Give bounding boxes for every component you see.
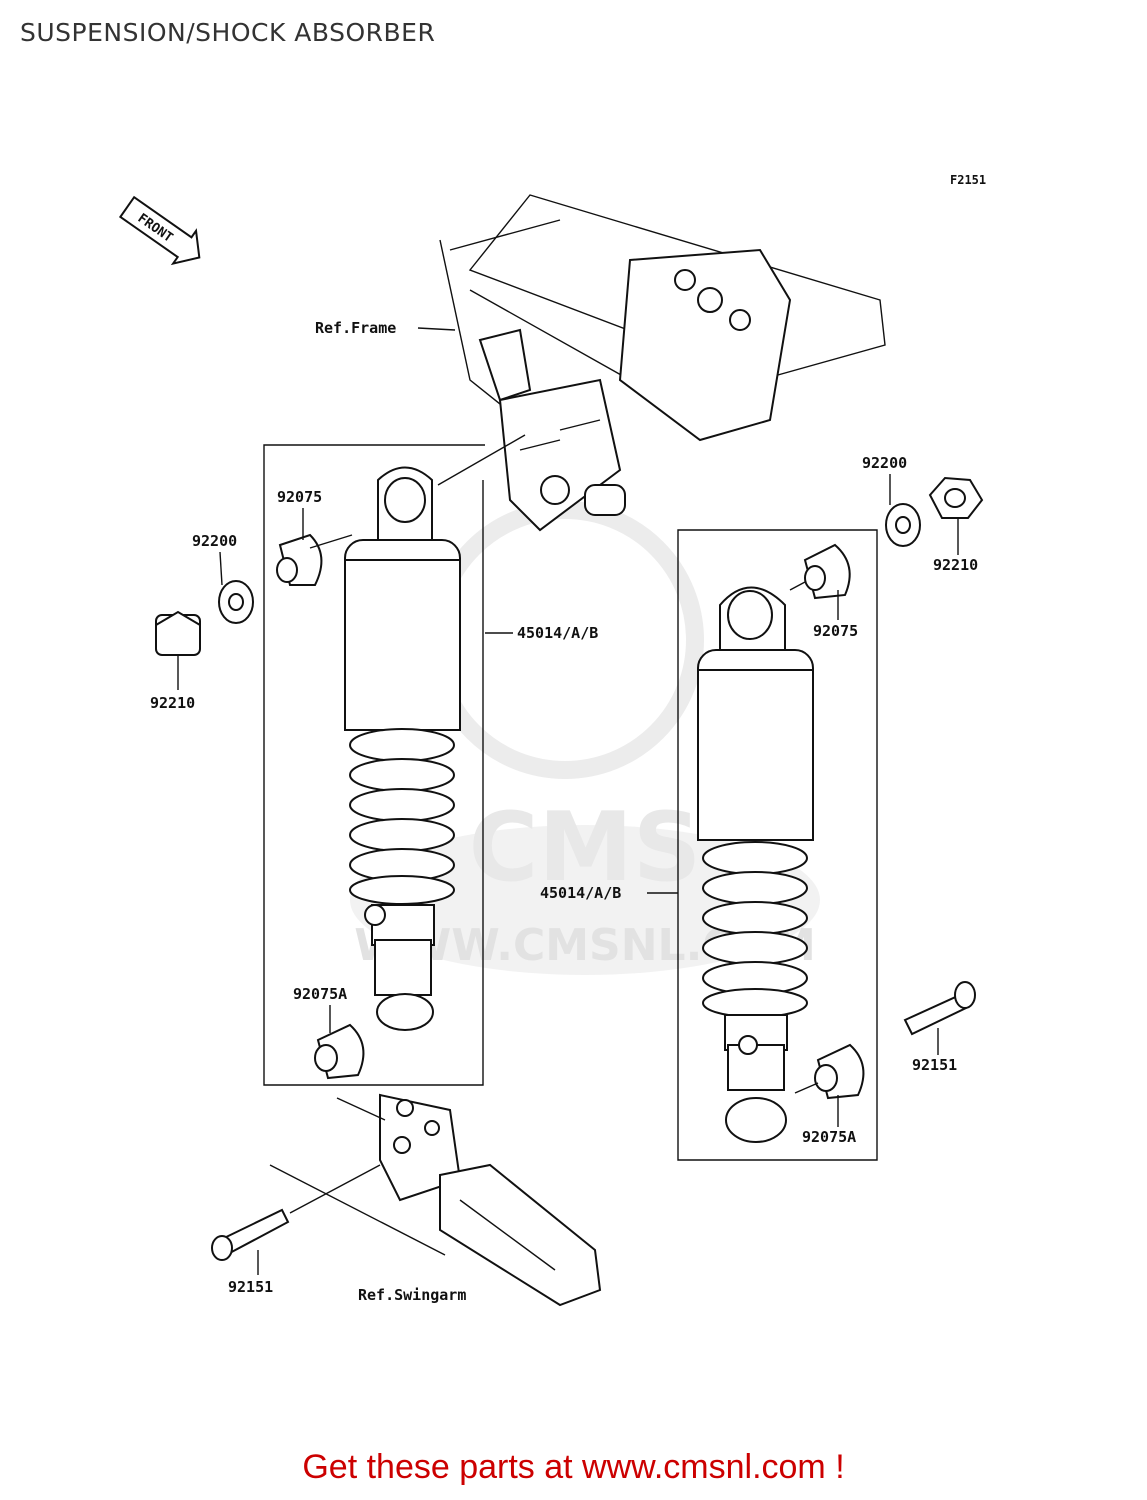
callout-92210-left: 92210 xyxy=(150,694,195,712)
callout-92151-right: 92151 xyxy=(912,1056,957,1074)
bush-a-right-icon xyxy=(814,1043,865,1100)
left-shock-absorber xyxy=(344,466,461,1031)
bush-right-icon xyxy=(803,543,851,600)
callout-92075-right: 92075 xyxy=(813,622,858,640)
right-shock-absorber xyxy=(697,586,814,1143)
right-group-box xyxy=(677,529,878,1161)
callout-92200-left: 92200 xyxy=(192,532,237,550)
ref-frame-label: Ref.Frame xyxy=(315,319,396,337)
callout-92200-right: 92200 xyxy=(862,454,907,472)
parts-diagram: CMS WWW.CMSNL.COM F2151 FRONT Ref.Frame xyxy=(118,173,986,1307)
callout-92210-right: 92210 xyxy=(933,556,978,574)
bush-left-icon xyxy=(276,533,323,586)
frame-ref-drawing xyxy=(439,194,886,532)
callout-45014-right: 45014/A/B xyxy=(540,884,621,902)
page-title: SUSPENSION/SHOCK ABSORBER xyxy=(20,18,436,47)
swingarm-ref-drawing xyxy=(269,1093,602,1307)
bush-a-left-icon xyxy=(314,1023,365,1080)
callout-92075a-right: 92075A xyxy=(802,1128,856,1146)
cta-link[interactable]: Get these parts at www.cmsnl.com ! xyxy=(302,1448,845,1486)
nut-left-icon xyxy=(155,610,201,656)
callout-92075-left: 92075 xyxy=(277,488,322,506)
front-arrow-icon: FRONT xyxy=(118,195,201,266)
callout-45014-left: 45014/A/B xyxy=(517,624,598,642)
callout-92151-left: 92151 xyxy=(228,1278,273,1296)
callout-92075a-left: 92075A xyxy=(293,985,347,1003)
watermark-logo: CMS xyxy=(469,793,702,903)
nut-right-icon xyxy=(928,476,984,519)
figure-code: F2151 xyxy=(950,173,986,187)
left-group-box xyxy=(263,444,485,1086)
bolt-left-icon xyxy=(211,1208,290,1261)
bolt-right-icon xyxy=(903,981,976,1036)
ref-swingarm-label: Ref.Swingarm xyxy=(358,1286,466,1304)
